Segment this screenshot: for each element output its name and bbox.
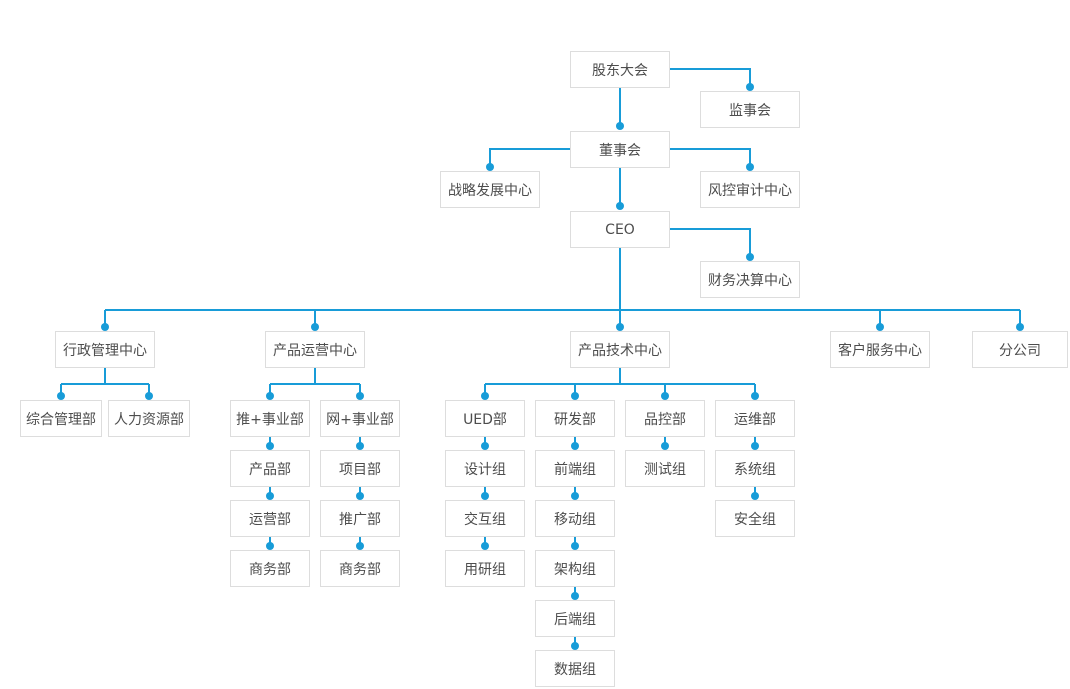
org-node-business-dept-right: 商务部 (320, 550, 400, 587)
org-node-risk-control-audit-center: 风控审计中心 (700, 171, 800, 208)
org-node-business-dept-left: 商务部 (230, 550, 310, 587)
org-node-strategy-development-center: 战略发展中心 (440, 171, 540, 208)
org-node-security-group: 安全组 (715, 500, 795, 537)
org-node-data-group: 数据组 (535, 650, 615, 687)
org-node-operation-maintenance-dept: 运维部 (715, 400, 795, 437)
org-node-administration-center: 行政管理中心 (55, 331, 155, 368)
org-node-architecture-group: 架构组 (535, 550, 615, 587)
org-node-promotion-dept: 推广部 (320, 500, 400, 537)
org-node-mobile-group: 移动组 (535, 500, 615, 537)
org-node-frontend-group: 前端组 (535, 450, 615, 487)
org-node-board-of-directors: 董事会 (570, 131, 670, 168)
org-node-tui-business-division: 推+事业部 (230, 400, 310, 437)
org-node-ued-dept: UED部 (445, 400, 525, 437)
org-node-design-group: 设计组 (445, 450, 525, 487)
org-node-backend-group: 后端组 (535, 600, 615, 637)
org-node-project-dept: 项目部 (320, 450, 400, 487)
org-node-user-research-group: 用研组 (445, 550, 525, 587)
org-node-product-dept: 产品部 (230, 450, 310, 487)
org-node-branch-company: 分公司 (972, 331, 1068, 368)
org-node-supervisory-board: 监事会 (700, 91, 800, 128)
org-node-wang-business-division: 网+事业部 (320, 400, 400, 437)
org-node-ceo: CEO (570, 211, 670, 248)
org-node-product-operation-center: 产品运营中心 (265, 331, 365, 368)
org-node-operation-dept: 运营部 (230, 500, 310, 537)
org-node-testing-group: 测试组 (625, 450, 705, 487)
org-node-general-management-dept: 综合管理部 (20, 400, 102, 437)
org-node-shareholders-meeting: 股东大会 (570, 51, 670, 88)
org-node-rnd-dept: 研发部 (535, 400, 615, 437)
org-node-interaction-group: 交互组 (445, 500, 525, 537)
org-node-product-technology-center: 产品技术中心 (570, 331, 670, 368)
org-node-customer-service-center: 客户服务中心 (830, 331, 930, 368)
org-node-quality-control-dept: 品控部 (625, 400, 705, 437)
org-node-financial-settlement-center: 财务决算中心 (700, 261, 800, 298)
org-node-human-resources-dept: 人力资源部 (108, 400, 190, 437)
org-node-system-group: 系统组 (715, 450, 795, 487)
